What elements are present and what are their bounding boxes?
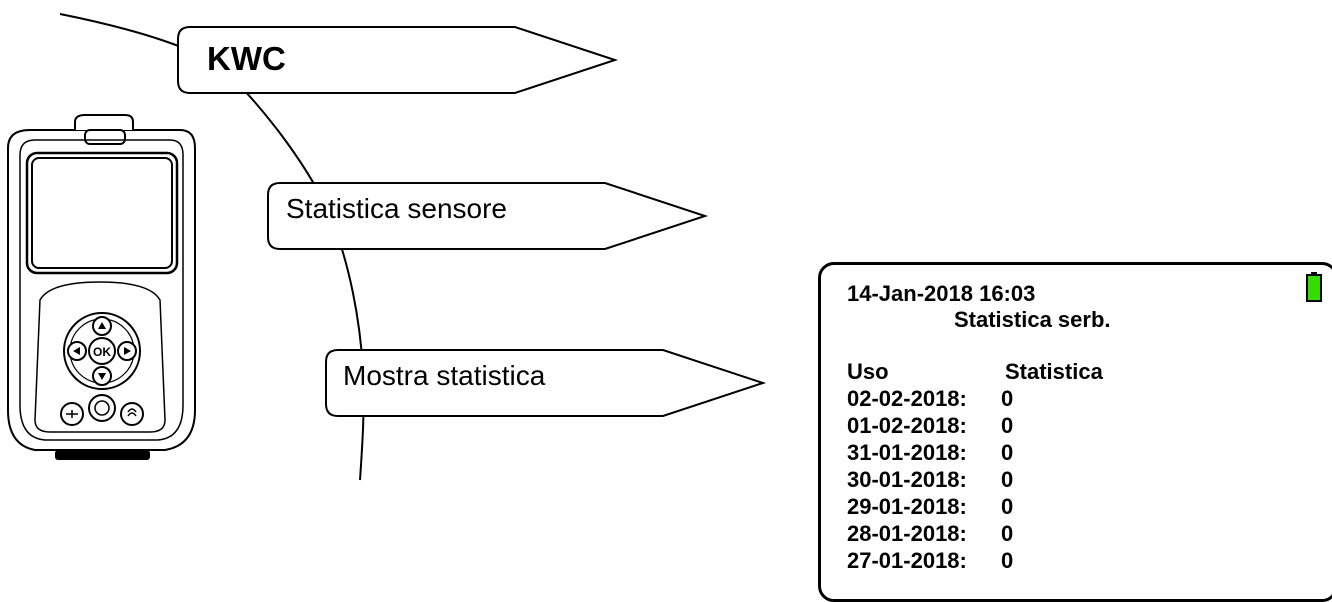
menu-tag-statistica-sensore[interactable] bbox=[267, 182, 709, 250]
row-value: 0 bbox=[1001, 494, 1014, 519]
power-button[interactable] bbox=[88, 394, 116, 422]
list-item: 30-01-2018: 0 bbox=[847, 467, 1013, 493]
row-date: 30-01-2018: bbox=[847, 467, 967, 492]
list-item: 28-01-2018: 0 bbox=[847, 521, 1013, 547]
row-value: 0 bbox=[1001, 548, 1014, 573]
row-date: 02-02-2018: bbox=[847, 386, 967, 411]
ok-button-icon[interactable] bbox=[88, 337, 116, 365]
right-function-button[interactable] bbox=[120, 402, 144, 426]
list-item: 29-01-2018: 0 bbox=[847, 494, 1013, 520]
list-item: 27-01-2018: 0 bbox=[847, 548, 1013, 574]
menu-tag-mostra-statistica[interactable] bbox=[325, 349, 767, 417]
column-header-uso: Uso bbox=[847, 359, 889, 384]
list-item: 02-02-2018: 0 bbox=[847, 386, 1013, 412]
menu-label-statistica-sensore: Statistica sensore bbox=[286, 193, 507, 224]
screen-title: Statistica serb. bbox=[954, 307, 1111, 332]
column-header-statistica: Statistica bbox=[1005, 359, 1103, 384]
menu-label-mostra-statistica: Mostra statistica bbox=[343, 360, 546, 391]
list-item: 01-02-2018: 0 bbox=[847, 413, 1013, 439]
row-date: 29-01-2018: bbox=[847, 494, 967, 519]
diagram-stage: OK KWC Statistica sensore Mostra statist… bbox=[7, 13, 1332, 602]
row-value: 0 bbox=[1001, 467, 1014, 492]
row-date: 01-02-2018: bbox=[847, 413, 967, 438]
row-date: 28-01-2018: bbox=[847, 521, 967, 546]
handheld-device-icon: OK bbox=[7, 114, 196, 460]
list-item: 31-01-2018: 0 bbox=[847, 440, 1013, 466]
screen-datetime: 14-Jan-2018 16:03 bbox=[847, 281, 1036, 306]
menu-label-kwc: KWC bbox=[207, 40, 286, 77]
row-date: 31-01-2018: bbox=[847, 440, 967, 465]
row-value: 0 bbox=[1001, 440, 1014, 465]
svg-text:OK: OK bbox=[93, 345, 111, 359]
menu-path-diagram: OK bbox=[7, 13, 767, 481]
device-screen: 14-Jan-2018 16:03 Statistica serb. Uso S… bbox=[818, 262, 1332, 602]
row-value: 0 bbox=[1001, 386, 1014, 411]
battery-icon bbox=[1306, 272, 1322, 302]
row-value: 0 bbox=[1001, 413, 1014, 438]
menu-tag-kwc[interactable] bbox=[177, 26, 619, 94]
row-value: 0 bbox=[1001, 521, 1014, 546]
directional-pad[interactable]: OK bbox=[63, 312, 141, 390]
row-date: 27-01-2018: bbox=[847, 548, 967, 573]
